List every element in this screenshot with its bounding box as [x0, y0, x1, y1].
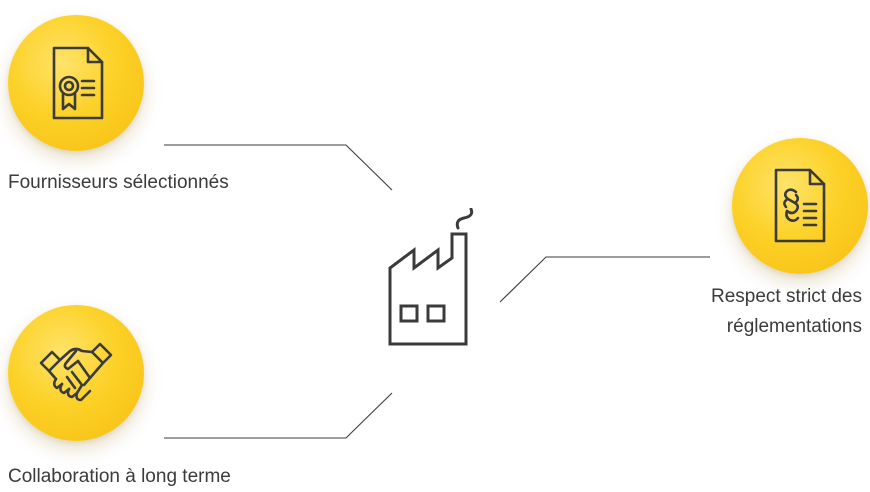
handshake-circle: [8, 305, 144, 441]
label-respect-line1: Respect strict des: [711, 286, 862, 307]
label-fournisseurs: Fournisseurs sélectionnés: [8, 172, 229, 193]
regulation-document-icon: [774, 168, 826, 243]
handshake-icon: [39, 342, 113, 402]
label-respect: Respect strict des réglementations: [711, 282, 862, 342]
certificate-circle: [8, 15, 144, 151]
connector-right: [499, 256, 710, 303]
label-respect-line2: réglementations: [726, 316, 862, 337]
certificate-document-icon: [52, 46, 104, 120]
factory-icon: [388, 208, 474, 346]
regulation-circle: [732, 138, 868, 274]
connector-bottom-left: [164, 392, 393, 439]
label-collaboration: Collaboration à long terme: [8, 466, 231, 487]
connector-top-left: [164, 144, 393, 191]
